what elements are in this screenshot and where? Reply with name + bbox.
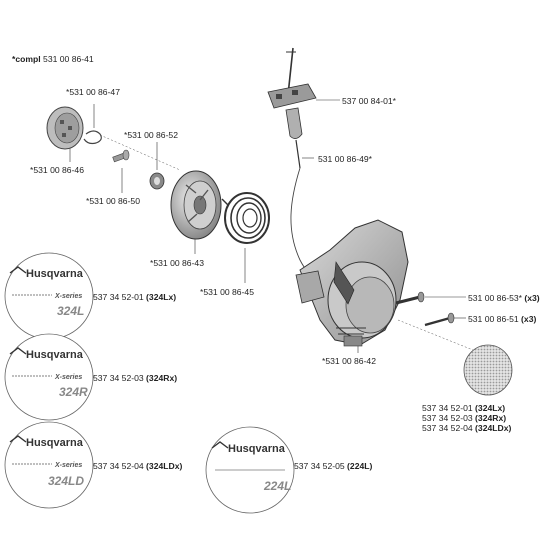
decal-part-number: 537 34 52-03 — [93, 373, 144, 383]
decal-part-number: 537 34 52-05 — [294, 461, 345, 471]
decal-324ld: Husqvarna X-series 324LD — [4, 421, 94, 509]
label-part-52: *531 00 86-52 — [124, 130, 178, 140]
decal-brand: Husqvarna — [228, 443, 286, 455]
label-decal-324r: 537 34 52-03 (324Rx) — [93, 373, 177, 383]
decal-badge: 324L — [57, 304, 84, 318]
assembly-prefix: *compl — [12, 54, 41, 64]
part-01-handle — [267, 47, 317, 169]
part-47-spring — [83, 130, 102, 145]
decal-part-number: 537 34 52-01 — [93, 292, 144, 302]
label-part-01: 537 00 84-01* — [342, 96, 396, 106]
decal-badge: 224L — [263, 479, 291, 493]
decal-324l: Husqvarna X-series 324L — [4, 252, 94, 340]
label-part-43: *531 00 86-43 — [150, 258, 204, 268]
assembly-part-number: 531 00 86-41 — [43, 54, 94, 64]
label-part-51: 531 00 86-51 (x3) — [468, 314, 536, 324]
label-mesh-324ldx: 537 34 52-04 (324LDx) — [422, 423, 511, 433]
part-53-screw — [395, 291, 425, 305]
part-43-pulley — [170, 170, 222, 240]
part-50-screw — [112, 149, 130, 163]
mesh-part-number: 537 34 52-04 — [422, 423, 473, 433]
decal-model: (324Lx) — [146, 292, 177, 302]
mesh-part-number: 537 34 52-01 — [422, 403, 473, 413]
decal-series: X-series — [54, 374, 82, 381]
decal-model: (224L) — [347, 461, 373, 471]
mesh-model: (324Rx) — [475, 413, 507, 423]
part-51-number: 531 00 86-51 — [468, 314, 519, 324]
label-part-46: *531 00 86-46 — [30, 165, 84, 175]
assembly-header: *compl 531 00 86-41 — [12, 54, 94, 64]
decal-part-number: 537 34 52-04 — [93, 461, 144, 471]
part-51-qty: (x3) — [521, 314, 537, 324]
decal-brand: Husqvarna — [26, 268, 84, 280]
part-51-screw — [424, 312, 455, 327]
label-part-50: *531 00 86-50 — [86, 196, 140, 206]
label-decal-324ld: 537 34 52-04 (324LDx) — [93, 461, 182, 471]
label-mesh-324lx: 537 34 52-01 (324Lx) — [422, 403, 505, 413]
part-46-cap — [46, 106, 84, 150]
part-45-recoil-spring — [221, 192, 270, 244]
mesh-screen — [463, 344, 513, 396]
decal-brand: Husqvarna — [26, 349, 84, 361]
decal-brand: Husqvarna — [26, 437, 84, 449]
mesh-part-number: 537 34 52-03 — [422, 413, 473, 423]
part-42-housing — [295, 219, 409, 347]
label-mesh-324rx: 537 34 52-03 (324Rx) — [422, 413, 506, 423]
leader-lines — [69, 99, 466, 353]
label-part-53: 531 00 86-53* (x3) — [468, 293, 540, 303]
decal-series: X-series — [54, 462, 82, 469]
label-part-49: 531 00 86-49* — [318, 154, 372, 164]
mesh-model: (324Lx) — [475, 403, 506, 413]
part-53-qty: (x3) — [524, 293, 540, 303]
decal-badge: 324R — [59, 385, 88, 399]
label-part-47: *531 00 86-47 — [66, 87, 120, 97]
alignment-lines — [99, 134, 479, 353]
label-part-45: *531 00 86-45 — [200, 287, 254, 297]
label-decal-224l: 537 34 52-05 (224L) — [294, 461, 372, 471]
label-decal-324l: 537 34 52-01 (324Lx) — [93, 292, 176, 302]
decal-series: X-series — [54, 293, 82, 300]
label-part-42: *531 00 86-42 — [322, 356, 376, 366]
decal-model: (324Rx) — [146, 373, 178, 383]
mesh-model: (324LDx) — [475, 423, 512, 433]
part-53-number: 531 00 86-53* — [468, 293, 522, 303]
decal-badge: 324LD — [48, 474, 84, 488]
decal-324r: Husqvarna X-series 324R — [4, 333, 94, 421]
decal-224l: Husqvarna 224L — [205, 426, 295, 514]
decal-model: (324LDx) — [146, 461, 183, 471]
